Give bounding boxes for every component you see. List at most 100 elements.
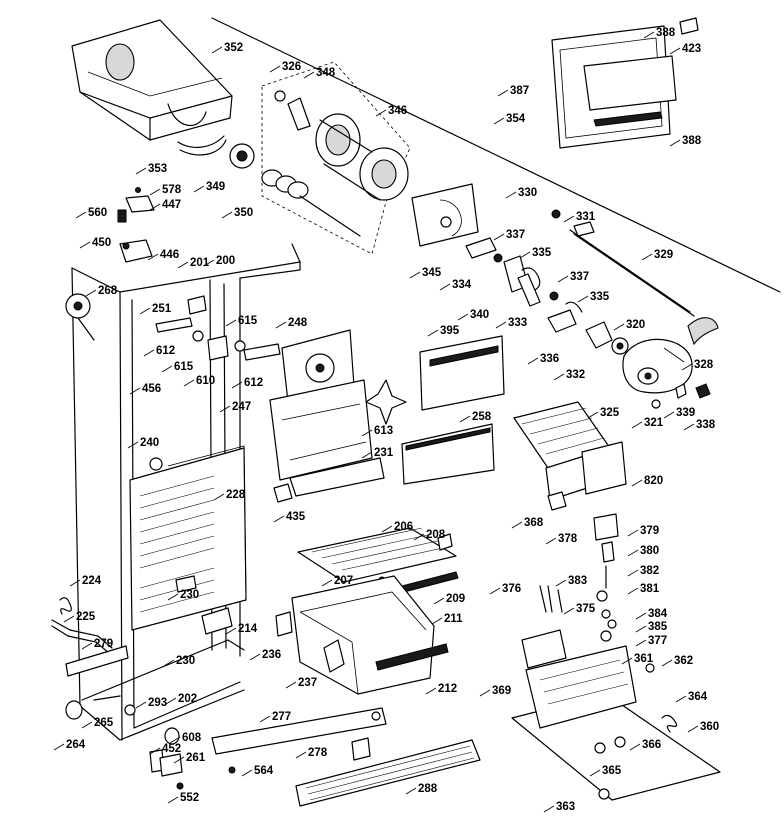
callout-564: 564 bbox=[254, 765, 274, 777]
callout-388b: 388 bbox=[682, 135, 702, 147]
part-277-rail bbox=[211, 707, 387, 755]
callout-230b: 230 bbox=[176, 655, 195, 667]
leader-line bbox=[285, 681, 297, 689]
leader-line bbox=[631, 421, 643, 429]
leader-line bbox=[139, 307, 151, 315]
leader-line bbox=[79, 241, 91, 249]
callout-335a: 335 bbox=[532, 247, 552, 259]
callout-450: 450 bbox=[92, 237, 111, 249]
leader-line bbox=[675, 695, 687, 703]
leader-line bbox=[129, 387, 141, 395]
part-230-clip bbox=[175, 575, 197, 593]
part-820-icemaker bbox=[513, 401, 627, 501]
callout-354: 354 bbox=[506, 113, 526, 125]
leader-line bbox=[321, 579, 333, 587]
leader-line bbox=[545, 537, 557, 545]
callout-366: 366 bbox=[642, 739, 661, 751]
callout-384: 384 bbox=[648, 608, 668, 620]
leader-line bbox=[683, 423, 695, 431]
part-612-bracket-b bbox=[243, 343, 281, 361]
part-368-clip bbox=[547, 491, 567, 511]
leader-line bbox=[303, 71, 315, 79]
leader-line bbox=[543, 805, 555, 813]
leader-line bbox=[273, 515, 285, 523]
callout-225: 225 bbox=[76, 611, 96, 623]
leader-line bbox=[211, 46, 223, 54]
part-338-clip bbox=[695, 383, 711, 399]
callout-612a: 612 bbox=[156, 345, 175, 357]
callout-331: 331 bbox=[576, 211, 596, 223]
callout-375: 375 bbox=[576, 603, 596, 615]
part-352-ice-tray bbox=[71, 19, 233, 148]
part-332-cam bbox=[585, 321, 613, 349]
callout-350: 350 bbox=[234, 207, 253, 219]
leader-line bbox=[219, 405, 231, 413]
leader-line bbox=[177, 261, 189, 269]
part-346-auger bbox=[315, 113, 409, 201]
part-251-clip bbox=[187, 295, 207, 315]
part-212-bin-cover bbox=[375, 643, 449, 671]
leader-line bbox=[147, 253, 159, 261]
leader-line bbox=[587, 411, 599, 419]
callout-340: 340 bbox=[470, 309, 489, 321]
leader-line bbox=[553, 373, 565, 381]
callout-612b: 612 bbox=[244, 377, 263, 389]
callout-214: 214 bbox=[238, 623, 258, 635]
leader-line bbox=[669, 139, 681, 147]
leader-line bbox=[375, 109, 387, 117]
callout-208: 208 bbox=[426, 529, 446, 541]
callout-383: 383 bbox=[568, 575, 587, 587]
leader-line bbox=[225, 627, 237, 635]
leader-line bbox=[221, 211, 233, 219]
callout-381: 381 bbox=[640, 583, 660, 595]
callout-379: 379 bbox=[640, 525, 659, 537]
part-383-fitting bbox=[596, 590, 608, 602]
leader-line bbox=[167, 796, 179, 804]
leader-line bbox=[169, 736, 181, 744]
callout-452: 452 bbox=[162, 743, 181, 755]
leader-line bbox=[661, 659, 673, 667]
leader-line bbox=[75, 211, 87, 219]
leader-line bbox=[687, 725, 699, 733]
leader-line bbox=[433, 597, 445, 605]
callout-258: 258 bbox=[472, 411, 492, 423]
leader-line bbox=[497, 89, 509, 97]
leader-line bbox=[489, 587, 501, 595]
leader-line bbox=[627, 549, 639, 557]
leader-line bbox=[161, 365, 173, 373]
leader-line bbox=[627, 569, 639, 577]
leader-line bbox=[413, 533, 425, 541]
callout-321: 321 bbox=[644, 417, 664, 429]
part-384-385-washers bbox=[601, 609, 617, 629]
callout-456: 456 bbox=[142, 383, 161, 395]
part-615-washer-a bbox=[192, 330, 204, 342]
callout-380: 380 bbox=[640, 545, 659, 557]
leader-line bbox=[669, 47, 681, 55]
part-320-gear bbox=[611, 337, 629, 355]
callout-206: 206 bbox=[394, 521, 413, 533]
leader-line bbox=[519, 251, 531, 259]
leader-line bbox=[555, 579, 567, 587]
leader-line bbox=[127, 441, 139, 449]
callout-387: 387 bbox=[510, 85, 529, 97]
leader-line bbox=[439, 283, 451, 291]
leader-line bbox=[167, 593, 179, 601]
callout-336: 336 bbox=[540, 353, 559, 365]
callout-200: 200 bbox=[216, 255, 235, 267]
callout-447: 447 bbox=[162, 199, 181, 211]
part-363-screw bbox=[598, 788, 610, 800]
leader-line bbox=[635, 612, 647, 620]
leader-line bbox=[63, 615, 75, 623]
leader-line bbox=[203, 259, 215, 267]
part-278-clip bbox=[351, 737, 371, 761]
leader-line bbox=[643, 31, 655, 39]
leader-line bbox=[269, 65, 281, 73]
callout-329: 329 bbox=[654, 249, 673, 261]
leader-line bbox=[459, 415, 471, 423]
callout-578: 578 bbox=[162, 184, 182, 196]
part-387-door-panel bbox=[551, 25, 677, 149]
part-337-washer-a bbox=[493, 253, 503, 263]
callout-348: 348 bbox=[316, 67, 336, 79]
part-258-cover bbox=[401, 423, 495, 485]
callout-615b: 615 bbox=[174, 361, 194, 373]
